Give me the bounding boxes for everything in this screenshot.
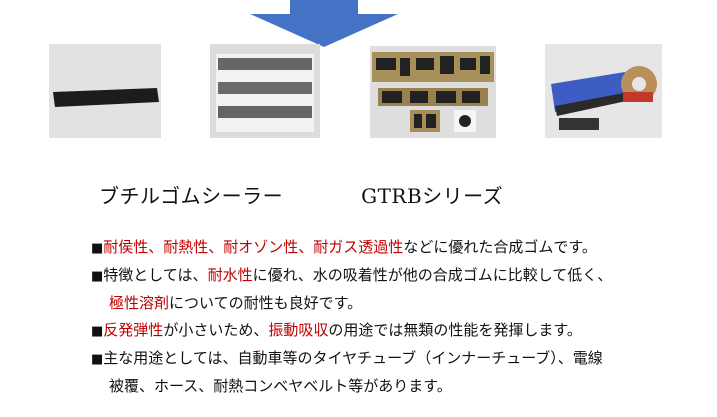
photo-tape-roll-application (545, 44, 662, 138)
bullet-square-icon: ■ (91, 269, 104, 284)
body-text: 特徴としては、 (103, 266, 208, 284)
list-item: ■耐侯性、耐熱性、耐オゾン性、耐ガス透過性などに優れた合成ゴムです。 (91, 234, 701, 262)
highlight-text: 耐水性 (207, 266, 253, 284)
list-item-continuation: 被覆、ホース、耐熱コンベヤベルト等があります。 (91, 373, 701, 400)
highlight-text: 耐侯性、耐熱性、耐オゾン性、耐ガス透過性 (103, 238, 404, 256)
highlight-text: 振動吸収 (268, 321, 329, 339)
title-row: ブチルゴムシーラー GTRBシリーズ (99, 180, 503, 209)
down-arrow-icon (250, 0, 398, 47)
body-text: などに優れた合成ゴムです。 (403, 238, 597, 256)
body-text: の用途では無類の性能を発揮します。 (328, 321, 582, 339)
product-title: ブチルゴムシーラー (99, 184, 284, 208)
list-item: ■特徴としては、耐水性に優れ、水の吸着性が他の合成ゴムに比較して低く、 (91, 262, 701, 290)
body-text: 主な用途としては、自動車等のタイヤチューブ（インナーチューブ）、電線 (103, 349, 603, 367)
body-text: が小さいため、 (163, 321, 269, 339)
photo-black-rubber-strip (49, 44, 161, 138)
photo-sealer-sheet-strips (210, 44, 320, 138)
bullet-square-icon: ■ (91, 241, 104, 256)
series-title: GTRBシリーズ (361, 184, 504, 208)
body-text: についての耐性も良好です。 (169, 294, 363, 312)
bullet-square-icon: ■ (91, 352, 104, 367)
bullet-square-icon: ■ (91, 324, 104, 339)
list-item: ■主な用途としては、自動車等のタイヤチューブ（インナーチューブ）、電線 (91, 345, 701, 373)
highlight-text: 反発弾性 (103, 321, 164, 339)
list-item-continuation: 極性溶剤についての耐性も良好です。 (91, 290, 701, 317)
highlight-text: 極性溶剤 (109, 294, 170, 312)
body-text: に優れ、水の吸着性が他の合成ゴムに比較して低く、 (252, 266, 613, 284)
body-text: 被覆、ホース、耐熱コンベヤベルト等があります。 (109, 377, 452, 395)
photo-die-cut-gaskets (370, 46, 496, 138)
description-list: ■耐侯性、耐熱性、耐オゾン性、耐ガス透過性などに優れた合成ゴムです。 ■特徴とし… (91, 234, 701, 400)
list-item: ■反発弾性が小さいため、振動吸収の用途では無類の性能を発揮します。 (91, 317, 701, 345)
